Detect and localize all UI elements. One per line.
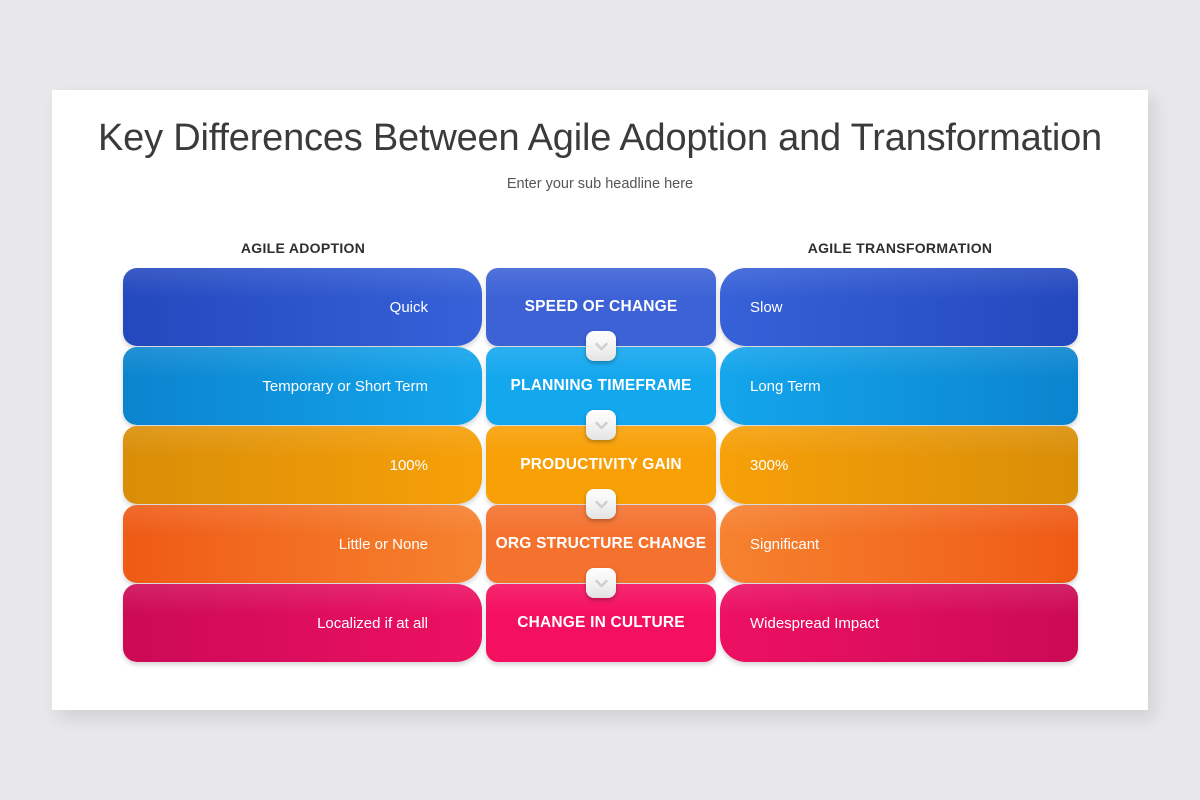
column-header-right: AGILE TRANSFORMATION (807, 240, 993, 256)
chevron-down-icon[interactable] (586, 568, 616, 598)
comparison-row: 100% PRODUCTIVITY GAIN 300% (52, 426, 1148, 504)
chevron-down-icon[interactable] (586, 331, 616, 361)
bar-left-label: 100% (389, 456, 428, 474)
bar-left[interactable]: Localized if at all (123, 584, 482, 662)
bar-left[interactable]: Temporary or Short Term (123, 347, 482, 425)
bar-right-label: Slow (750, 298, 783, 316)
chevron-down-icon[interactable] (586, 410, 616, 440)
bar-center-label: ORG STRUCTURE CHANGE (495, 535, 707, 552)
bar-right-label: 300% (750, 456, 789, 474)
bar-left-label: Temporary or Short Term (262, 377, 428, 395)
bar-center-label: PLANNING TIMEFRAME (510, 377, 692, 394)
bar-left[interactable]: Little or None (123, 505, 482, 583)
bar-right[interactable]: Widespread Impact (720, 584, 1078, 662)
bar-right[interactable]: Slow (720, 268, 1078, 346)
bar-center[interactable]: CHANGE IN CULTURE (486, 584, 716, 662)
slide: Key Differences Between Agile Adoption a… (52, 90, 1148, 710)
page-subtitle: Enter your sub headline here (506, 176, 694, 192)
bar-right[interactable]: Long Term (720, 347, 1078, 425)
bar-right[interactable]: 300% (720, 426, 1078, 504)
page-title: Key Differences Between Agile Adoption a… (98, 117, 1102, 159)
comparison-row: Temporary or Short Term PLANNING TIMEFRAM… (52, 347, 1148, 425)
bar-right-label: Long Term (750, 377, 821, 395)
bar-left[interactable]: 100% (123, 426, 482, 504)
bar-left[interactable]: Quick (123, 268, 482, 346)
bar-right[interactable]: Significant (720, 505, 1078, 583)
bar-center-label: SPEED OF CHANGE (524, 298, 678, 315)
bar-left-label: Localized if at all (317, 614, 428, 632)
column-header-left: AGILE ADOPTION (240, 240, 366, 256)
comparison-row: Little or None ORG STRUCTURE CHANGE Signif… (52, 505, 1148, 583)
bar-left-label: Little or None (338, 535, 428, 553)
bar-center[interactable]: SPEED OF CHANGE (486, 268, 716, 346)
chevron-down-icon[interactable] (586, 489, 616, 519)
comparison-row: Localized if at all CHANGE IN CULTURE Wide… (52, 584, 1148, 662)
comparison-row: Quick SPEED OF CHANGE Slow (52, 268, 1148, 346)
bar-right-label: Significant (750, 535, 820, 553)
bar-center-label: PRODUCTIVITY GAIN (520, 456, 682, 473)
bar-center-label: CHANGE IN CULTURE (517, 614, 685, 631)
bar-left-label: Quick (389, 298, 428, 316)
bar-right-label: Widespread Impact (750, 614, 880, 632)
